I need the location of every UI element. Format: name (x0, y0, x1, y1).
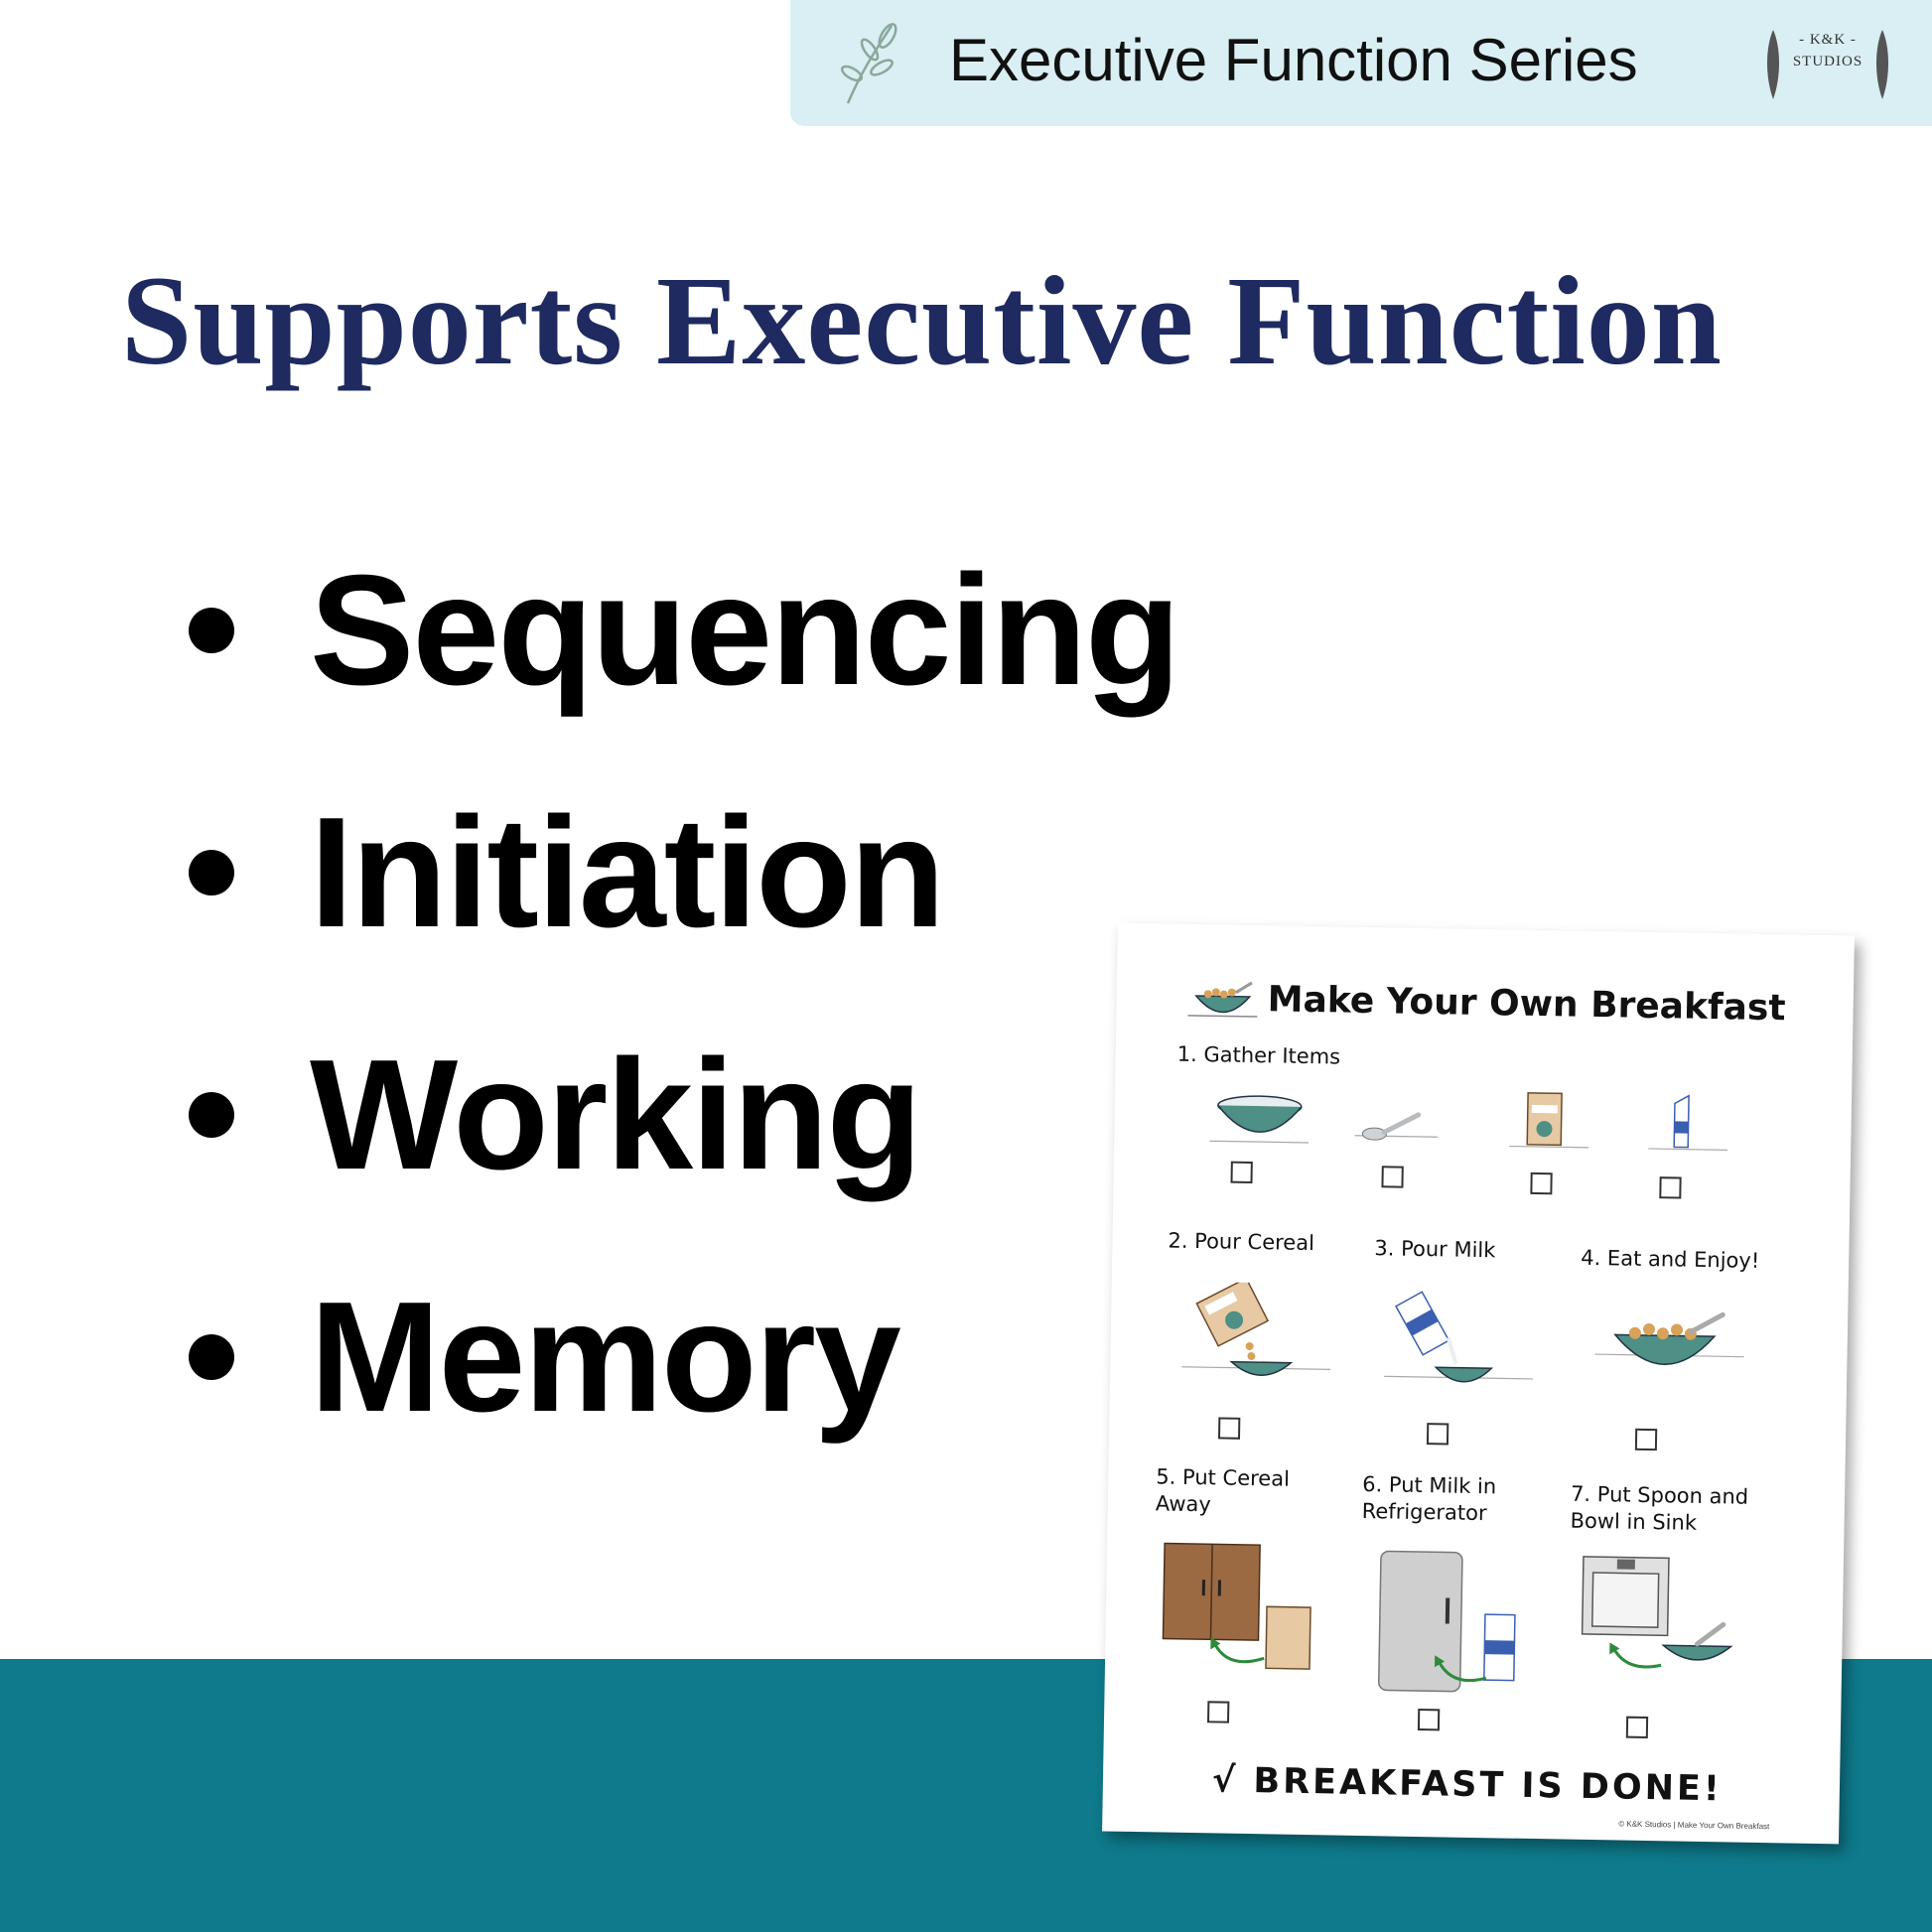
checkbox[interactable] (1417, 1708, 1441, 1731)
completion-banner: √ BREAKFAST IS DONE! (1211, 1760, 1724, 1810)
checkbox[interactable] (1659, 1176, 1682, 1199)
kk-studios-logo: - K&K - STUDIOS (1763, 28, 1892, 101)
feather-icon (1767, 30, 1779, 99)
feather-icon (1876, 30, 1888, 99)
checkbox[interactable] (1634, 1428, 1658, 1451)
step-label: 6. Put Milk in Refrigerator (1361, 1471, 1497, 1526)
checkbox[interactable] (1381, 1166, 1404, 1188)
bullet-icon (189, 1092, 234, 1138)
checkbox[interactable] (1217, 1417, 1241, 1440)
bullet-icon (189, 608, 234, 653)
step-label: 3. Pour Milk (1374, 1236, 1496, 1263)
bullet-icon (189, 850, 234, 896)
pour-milk-icon (1384, 1291, 1534, 1383)
worksheet-footer: © K&K Studios | Make Your Own Breakfast (1618, 1819, 1770, 1832)
page-title: Supports Executive Function (121, 250, 1723, 391)
worksheet-title: Make Your Own Breakfast (1267, 979, 1786, 1030)
cabinet-icon (1162, 1542, 1311, 1670)
leaf-sprig-icon (840, 23, 897, 104)
milk-carton-icon (1648, 1094, 1728, 1151)
step-label: 1. Gather Items (1176, 1041, 1341, 1069)
cereal-bowl-icon (1187, 981, 1258, 1018)
pour-cereal-icon (1181, 1281, 1331, 1376)
eat-cereal-icon (1594, 1311, 1744, 1366)
step-label: 5. Put Cereal Away (1155, 1464, 1291, 1517)
checkbox[interactable] (1230, 1161, 1253, 1183)
checkbox[interactable] (1206, 1701, 1230, 1724)
step-label: 4. Eat and Enjoy! (1581, 1245, 1760, 1273)
bowl-icon (1209, 1095, 1310, 1144)
spoon-icon (1354, 1112, 1439, 1141)
cereal-box-icon (1509, 1092, 1589, 1149)
checkbox[interactable] (1530, 1172, 1553, 1195)
step-label: 7. Put Spoon and Bowl in Sink (1570, 1481, 1749, 1535)
series-banner: Executive Function Series - K&K - STUDIO… (790, 0, 1932, 126)
checkbox[interactable] (1426, 1423, 1449, 1446)
sink-icon (1581, 1556, 1733, 1669)
step-label: 2. Pour Cereal (1168, 1228, 1315, 1256)
series-title: Executive Function Series (949, 27, 1638, 93)
refrigerator-icon (1377, 1550, 1516, 1693)
checkbox[interactable] (1625, 1716, 1649, 1739)
worksheet-preview: Make Your Own Breakfast 1. Gather Items … (1102, 922, 1855, 1845)
bullet-icon (189, 1334, 234, 1380)
